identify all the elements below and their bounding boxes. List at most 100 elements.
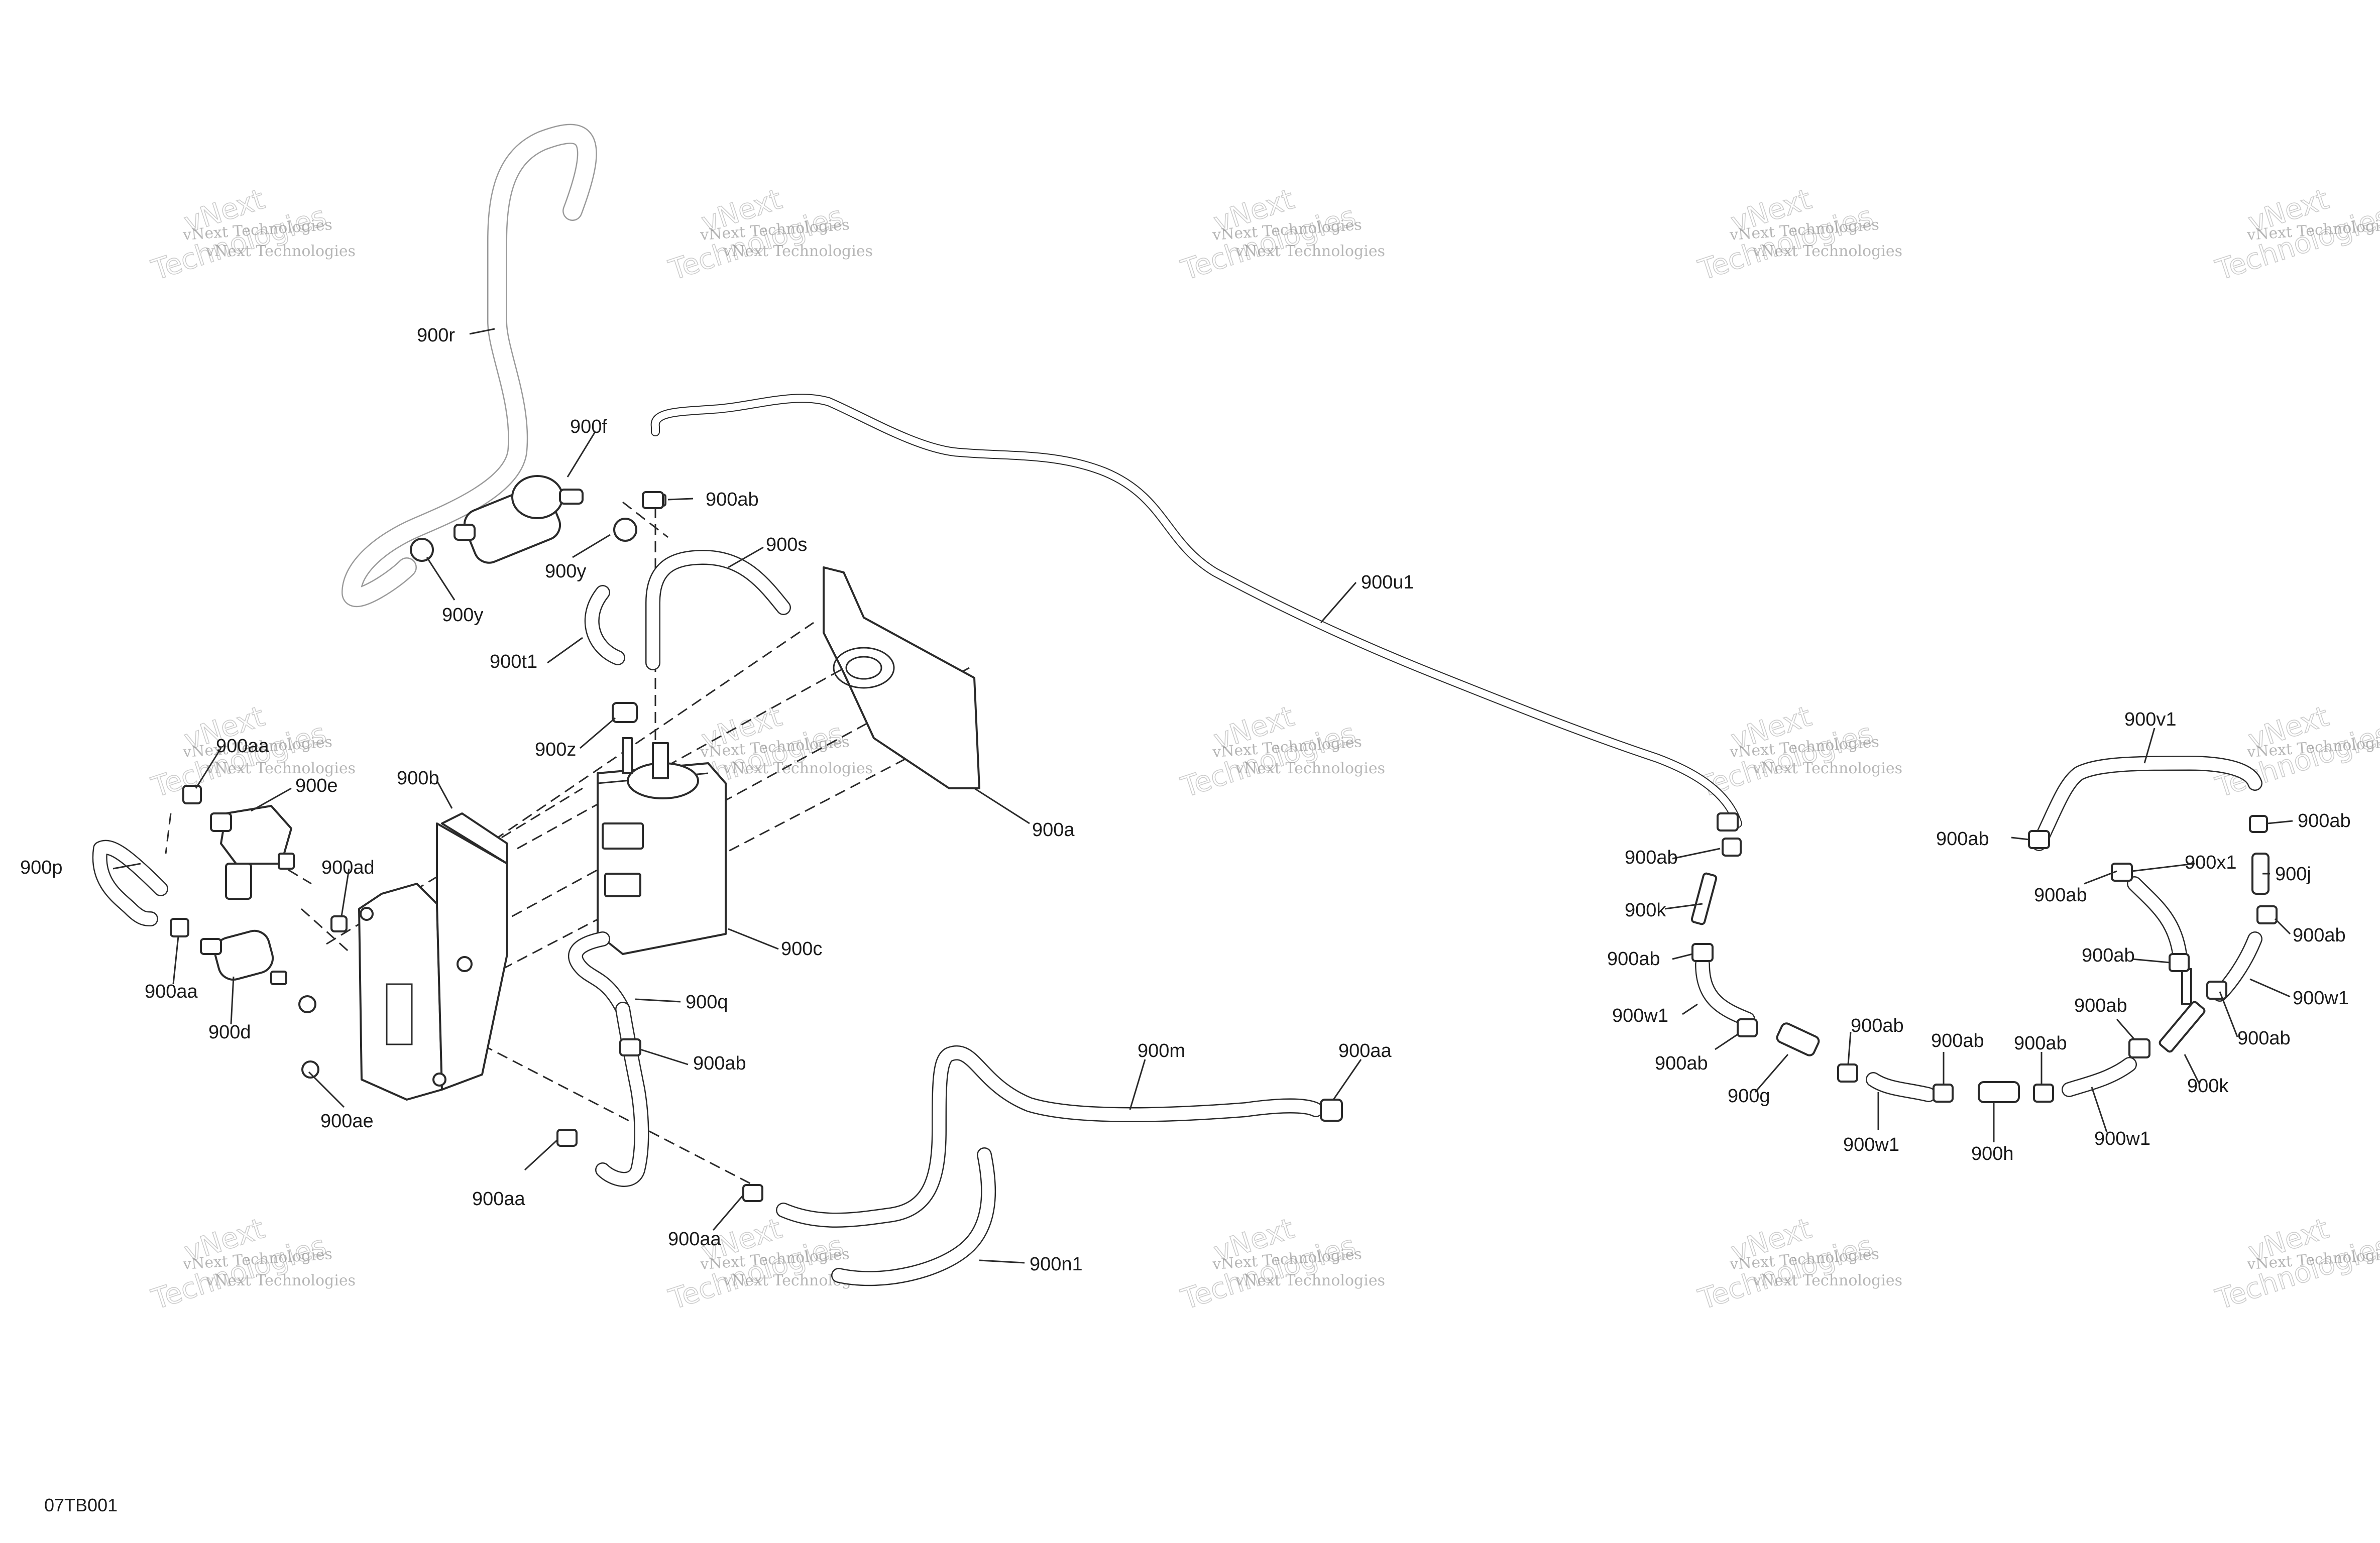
label-900u1: 900u1 [1361, 572, 1414, 593]
hose-900v1 [2031, 756, 2262, 851]
hose-900r [342, 124, 597, 608]
svg-text:vNext Technologies: vNext Technologies [205, 760, 356, 777]
label-900ab-r3: 900ab [2082, 945, 2135, 966]
hose-900m [776, 1045, 1323, 1228]
label-900h: 900h [1971, 1143, 2014, 1164]
bracket-900b [358, 812, 508, 1101]
label-900ab-l2: 900ab [1607, 948, 1660, 970]
svg-text:vNext Technologies: vNext Technologies [205, 243, 356, 260]
clamp-900aa-b [742, 1184, 763, 1202]
label-900v1: 900v1 [2124, 709, 2177, 730]
label-900s: 900s [766, 534, 807, 555]
clamp-900z [612, 702, 638, 723]
label-900f: 900f [570, 416, 607, 437]
label-900m: 900m [1138, 1040, 1185, 1061]
watermarks: vNext Technologies vNext Technologies vN… [147, 183, 2380, 1317]
hose-900p [92, 840, 168, 926]
label-900ab-b2: 900ab [1931, 1030, 1984, 1051]
label-900aa-bl: 900aa [472, 1189, 526, 1210]
label-900w1-b1: 900w1 [1843, 1134, 1899, 1155]
label-900ab-r1: 900ab [2034, 885, 2087, 906]
label-900ab-b3: 900ab [2014, 1033, 2067, 1054]
hose-900w1-b2 [2062, 1057, 2137, 1097]
clamp-900aa-mid [170, 918, 189, 937]
label-900g: 900g [1728, 1086, 1770, 1107]
label-900ad: 900ad [321, 857, 375, 878]
hose-900w1-left [1695, 957, 1755, 1027]
label-900ab-rt2: 900ab [2298, 810, 2351, 832]
label-900ab-l3: 900ab [1655, 1053, 1708, 1074]
valve-900f [410, 475, 666, 564]
leader-lines [112, 328, 2293, 1264]
svg-text:vNext Technologies: vNext Technologies [1752, 1272, 1902, 1289]
nut-900ae-2 [301, 1060, 319, 1079]
bracket-900a [823, 566, 980, 789]
label-900t1: 900t1 [490, 651, 537, 672]
label-900c: 900c [781, 938, 822, 960]
hose-900w1-b1 [1866, 1072, 1936, 1102]
svg-text:vNext Technologies: vNext Technologies [1752, 243, 1902, 260]
label-900y-a: 900y [545, 561, 586, 582]
label-900aa-b: 900aa [668, 1229, 722, 1250]
label-900aa-r: 900aa [1338, 1040, 1392, 1061]
svg-text:vNext Technologies: vNext Technologies [723, 243, 873, 260]
connector-900h [1978, 1081, 2020, 1103]
connector-900k-left [1690, 872, 1718, 925]
bolt-900ad [330, 915, 348, 932]
filter-900d [200, 929, 287, 985]
label-900ab-r4: 900ab [2074, 995, 2127, 1016]
label-900x1: 900x1 [2185, 852, 2237, 873]
label-900d: 900d [208, 1022, 251, 1043]
label-900ab-l1: 900ab [1625, 847, 1678, 868]
hose-900s [645, 550, 791, 670]
svg-text:vNext Technologies: vNext Technologies [1235, 760, 1385, 777]
label-900ab-r2: 900ab [2293, 925, 2346, 946]
callout-labels: 900r 900f 900ab 900y 900y 900s 900t1 900… [20, 325, 2351, 1275]
clamp-900aa-left [182, 785, 202, 804]
label-900b: 900b [397, 768, 439, 789]
label-900aa-tl: 900aa [216, 736, 270, 757]
nut-900ae-1 [298, 995, 316, 1013]
label-900ab-b1: 900ab [1851, 1015, 1904, 1036]
svg-text:vNext Technologies: vNext Technologies [1235, 1272, 1385, 1289]
label-900j: 900j [2275, 864, 2311, 885]
clamp-900ab-mid [619, 1038, 641, 1056]
hose-900t1 [584, 585, 625, 665]
label-900w1-r: 900w1 [2293, 988, 2349, 1009]
hose-900n1 [831, 1147, 996, 1286]
svg-text:vNext Technologies: vNext Technologies [723, 760, 873, 777]
label-900ab-top: 900ab [706, 489, 759, 510]
clamp-900aa-bl [556, 1129, 578, 1147]
valve-900e [210, 805, 295, 900]
label-900y-b: 900y [442, 605, 483, 626]
label-900e: 900e [295, 775, 338, 796]
label-900n1: 900n1 [1030, 1254, 1083, 1275]
label-900a: 900a [1032, 819, 1075, 841]
clamp-900ab-top [642, 491, 664, 509]
label-900k-r: 900k [2187, 1076, 2229, 1097]
label-900z: 900z [535, 739, 576, 760]
svg-text:vNext Technologies: vNext Technologies [1752, 760, 1902, 777]
clamp-900aa-r [1320, 1099, 1343, 1122]
hose-900q [568, 931, 649, 1187]
label-900w1-b2: 900w1 [2094, 1128, 2150, 1149]
label-900p: 900p [20, 857, 63, 878]
line-900u1 [650, 394, 1742, 828]
connector-900k-right [2159, 968, 2206, 1053]
label-900q: 900q [686, 992, 728, 1013]
diagram-code: 07TB001 [44, 1495, 118, 1515]
svg-text:vNext Technologies: vNext Technologies [205, 1272, 356, 1289]
label-900w1-l: 900w1 [1612, 1005, 1668, 1026]
label-900ab-rt1: 900ab [1936, 828, 1989, 850]
connector-900g [1776, 1022, 1820, 1056]
label-900ae: 900ae [320, 1111, 374, 1132]
clamps-right [1691, 812, 2278, 1103]
label-900aa-ml: 900aa [145, 981, 198, 1002]
label-900ab-mid: 900ab [693, 1053, 746, 1074]
label-900k-l: 900k [1625, 900, 1666, 921]
label-900r: 900r [417, 325, 455, 346]
svg-text:vNext Technologies: vNext Technologies [1235, 243, 1385, 260]
canister-900c [597, 737, 727, 955]
hose-900x1 [2127, 876, 2187, 962]
